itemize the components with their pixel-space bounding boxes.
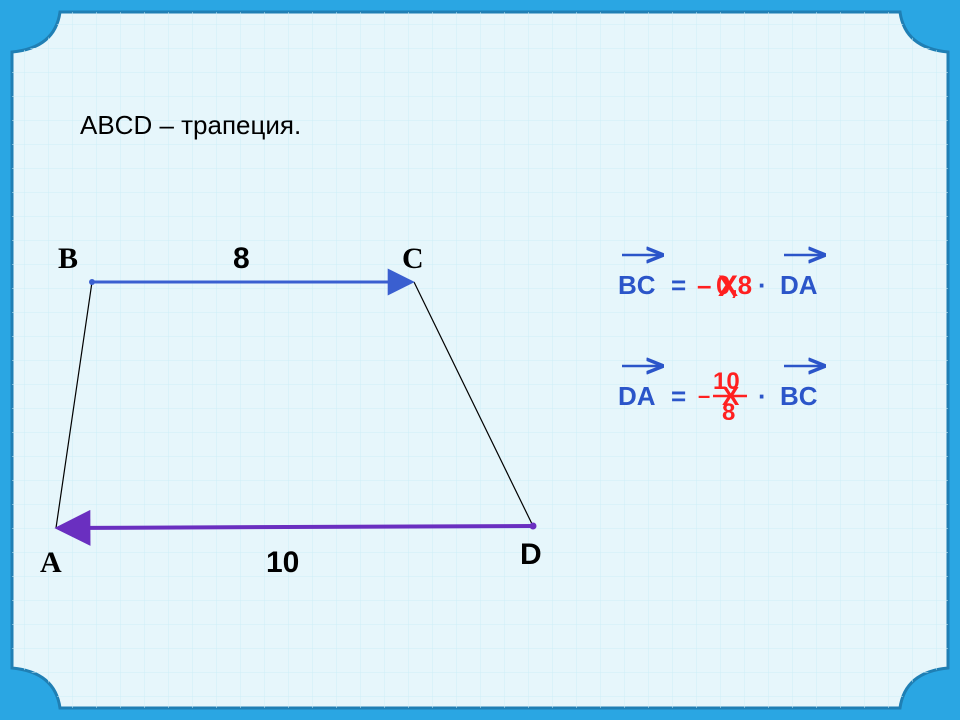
side-ab [55, 281, 93, 529]
formula-1-rhs: DA [780, 270, 818, 300]
vertex-label-a: A [40, 546, 62, 579]
vector-da [54, 509, 534, 546]
formula-1-minus: – [697, 270, 711, 300]
side-cd [413, 281, 534, 527]
grid-pattern [12, 12, 948, 708]
formula-1-dot: · [758, 270, 767, 300]
side-length-bc: 8 [233, 242, 250, 275]
formula-2-dot: · [758, 381, 767, 411]
vertex-label-b: B [58, 242, 78, 275]
vertex-label-d: D [520, 538, 542, 571]
formula-2-numerator: 10 [713, 368, 740, 395]
formula-2-lhs: DA [618, 381, 656, 411]
point-d-dot [529, 522, 537, 530]
side-length-ad: 10 [266, 546, 299, 579]
formula-2-equals: = [671, 381, 686, 411]
slide-title: ABCD – трапеция. [80, 110, 301, 140]
vertex-label-c: C [402, 242, 424, 275]
formula-1: BC = – X 0,8 · DA [618, 255, 824, 303]
formula-2-denominator: 8 [722, 399, 735, 426]
formula-1-coefficient: 0,8 [716, 270, 752, 300]
formula-1-crossed-coefficient: X [718, 270, 738, 303]
formula-2-crossed: X [722, 381, 740, 411]
point-b-dot [89, 279, 95, 285]
formula-2-minus: – [698, 383, 710, 408]
formula-2: DA = – 10 X 8 · BC [618, 366, 824, 426]
formula-1-equals: = [671, 270, 686, 300]
formula-2-rhs: BC [780, 381, 818, 411]
formula-1-lhs: BC [618, 270, 656, 300]
